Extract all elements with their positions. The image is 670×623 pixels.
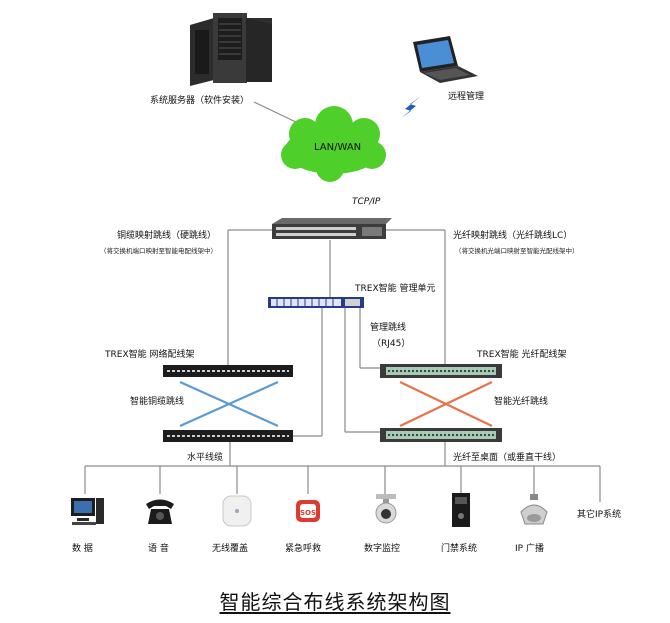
fiber-map-note: （将交换机光端口映射至智能光配线架中） [455,247,579,255]
wireless-ap-icon [222,495,252,527]
management-unit-icon [268,297,364,308]
fiber-map-label: 光纤映射跳线（光纤跳线LC） [453,231,573,241]
fiber-to-desk-label: 光纤至桌面（或垂直干线） [453,453,562,463]
endpoint-label-access: 门禁系统 [441,544,478,554]
protocol-label: TCP/IP [352,197,381,207]
access-control-icon [452,493,470,527]
fiber-jumper-cross [399,381,493,427]
endpoint-label-camera: 数字监控 [364,544,401,554]
laptop-icon [413,36,478,83]
remote-management-label: 远程管理 [448,92,485,102]
copper-patch-panel-bottom [163,430,293,442]
copper-jumper-label: 智能铜缆跳线 [130,397,185,407]
endpoint-label-sos: 紧急呼救 [285,544,322,554]
copper-map-label: 铜缆映射跳线（硬跳线） [117,231,217,241]
wireless-link-icon [401,96,421,118]
copper-panel-label: TREX智能 网络配线架 [105,350,195,360]
server-label: 系统服务器（软件安装） [150,96,250,106]
endpoint-label-wireless: 无线覆盖 [212,544,249,554]
endpoint-label-other: 其它IP系统 [577,510,622,520]
endpoint-label-voice: 语 音 [148,544,169,554]
copper-map-note: （将交换机端口映射至智能电配线架中） [100,247,217,255]
endpoint-label-broadcast: IP 广播 [515,544,544,554]
sos-icon: SOS [296,500,320,522]
speaker-icon [520,494,548,525]
core-switch-icon [272,218,392,239]
fiber-jumper-label: 智能光纤跳线 [494,397,549,407]
diagram-title-text: 智能综合布线系统架构图 [219,590,451,614]
horizontal-cable-label: 水平线缆 [187,453,224,463]
fiber-patch-panel-bottom [380,428,502,442]
desktop-computer-icon [71,498,104,525]
fiber-patch-panel-top [380,364,502,378]
dome-camera-icon [375,494,397,524]
telephone-icon [146,499,174,524]
copper-jumper-cross [179,380,279,428]
endpoint-label-data: 数 据 [72,544,93,554]
management-cable-type: （RJ45） [372,339,411,349]
lan-wan-cloud-icon [281,106,386,182]
server-icon [190,13,272,86]
diagram-title: 智能综合布线系统架构图 [0,586,670,615]
fiber-panel-label: TREX智能 光纤配线架 [477,350,567,360]
copper-patch-panel-top [163,365,293,377]
cloud-label: LAN/WAN [314,142,362,153]
svg-text:SOS: SOS [300,509,316,517]
connection-lines [84,101,601,502]
management-unit-label: TREX智能 管理单元 [355,284,436,294]
management-cable-label: 管理跳线 [370,323,407,333]
